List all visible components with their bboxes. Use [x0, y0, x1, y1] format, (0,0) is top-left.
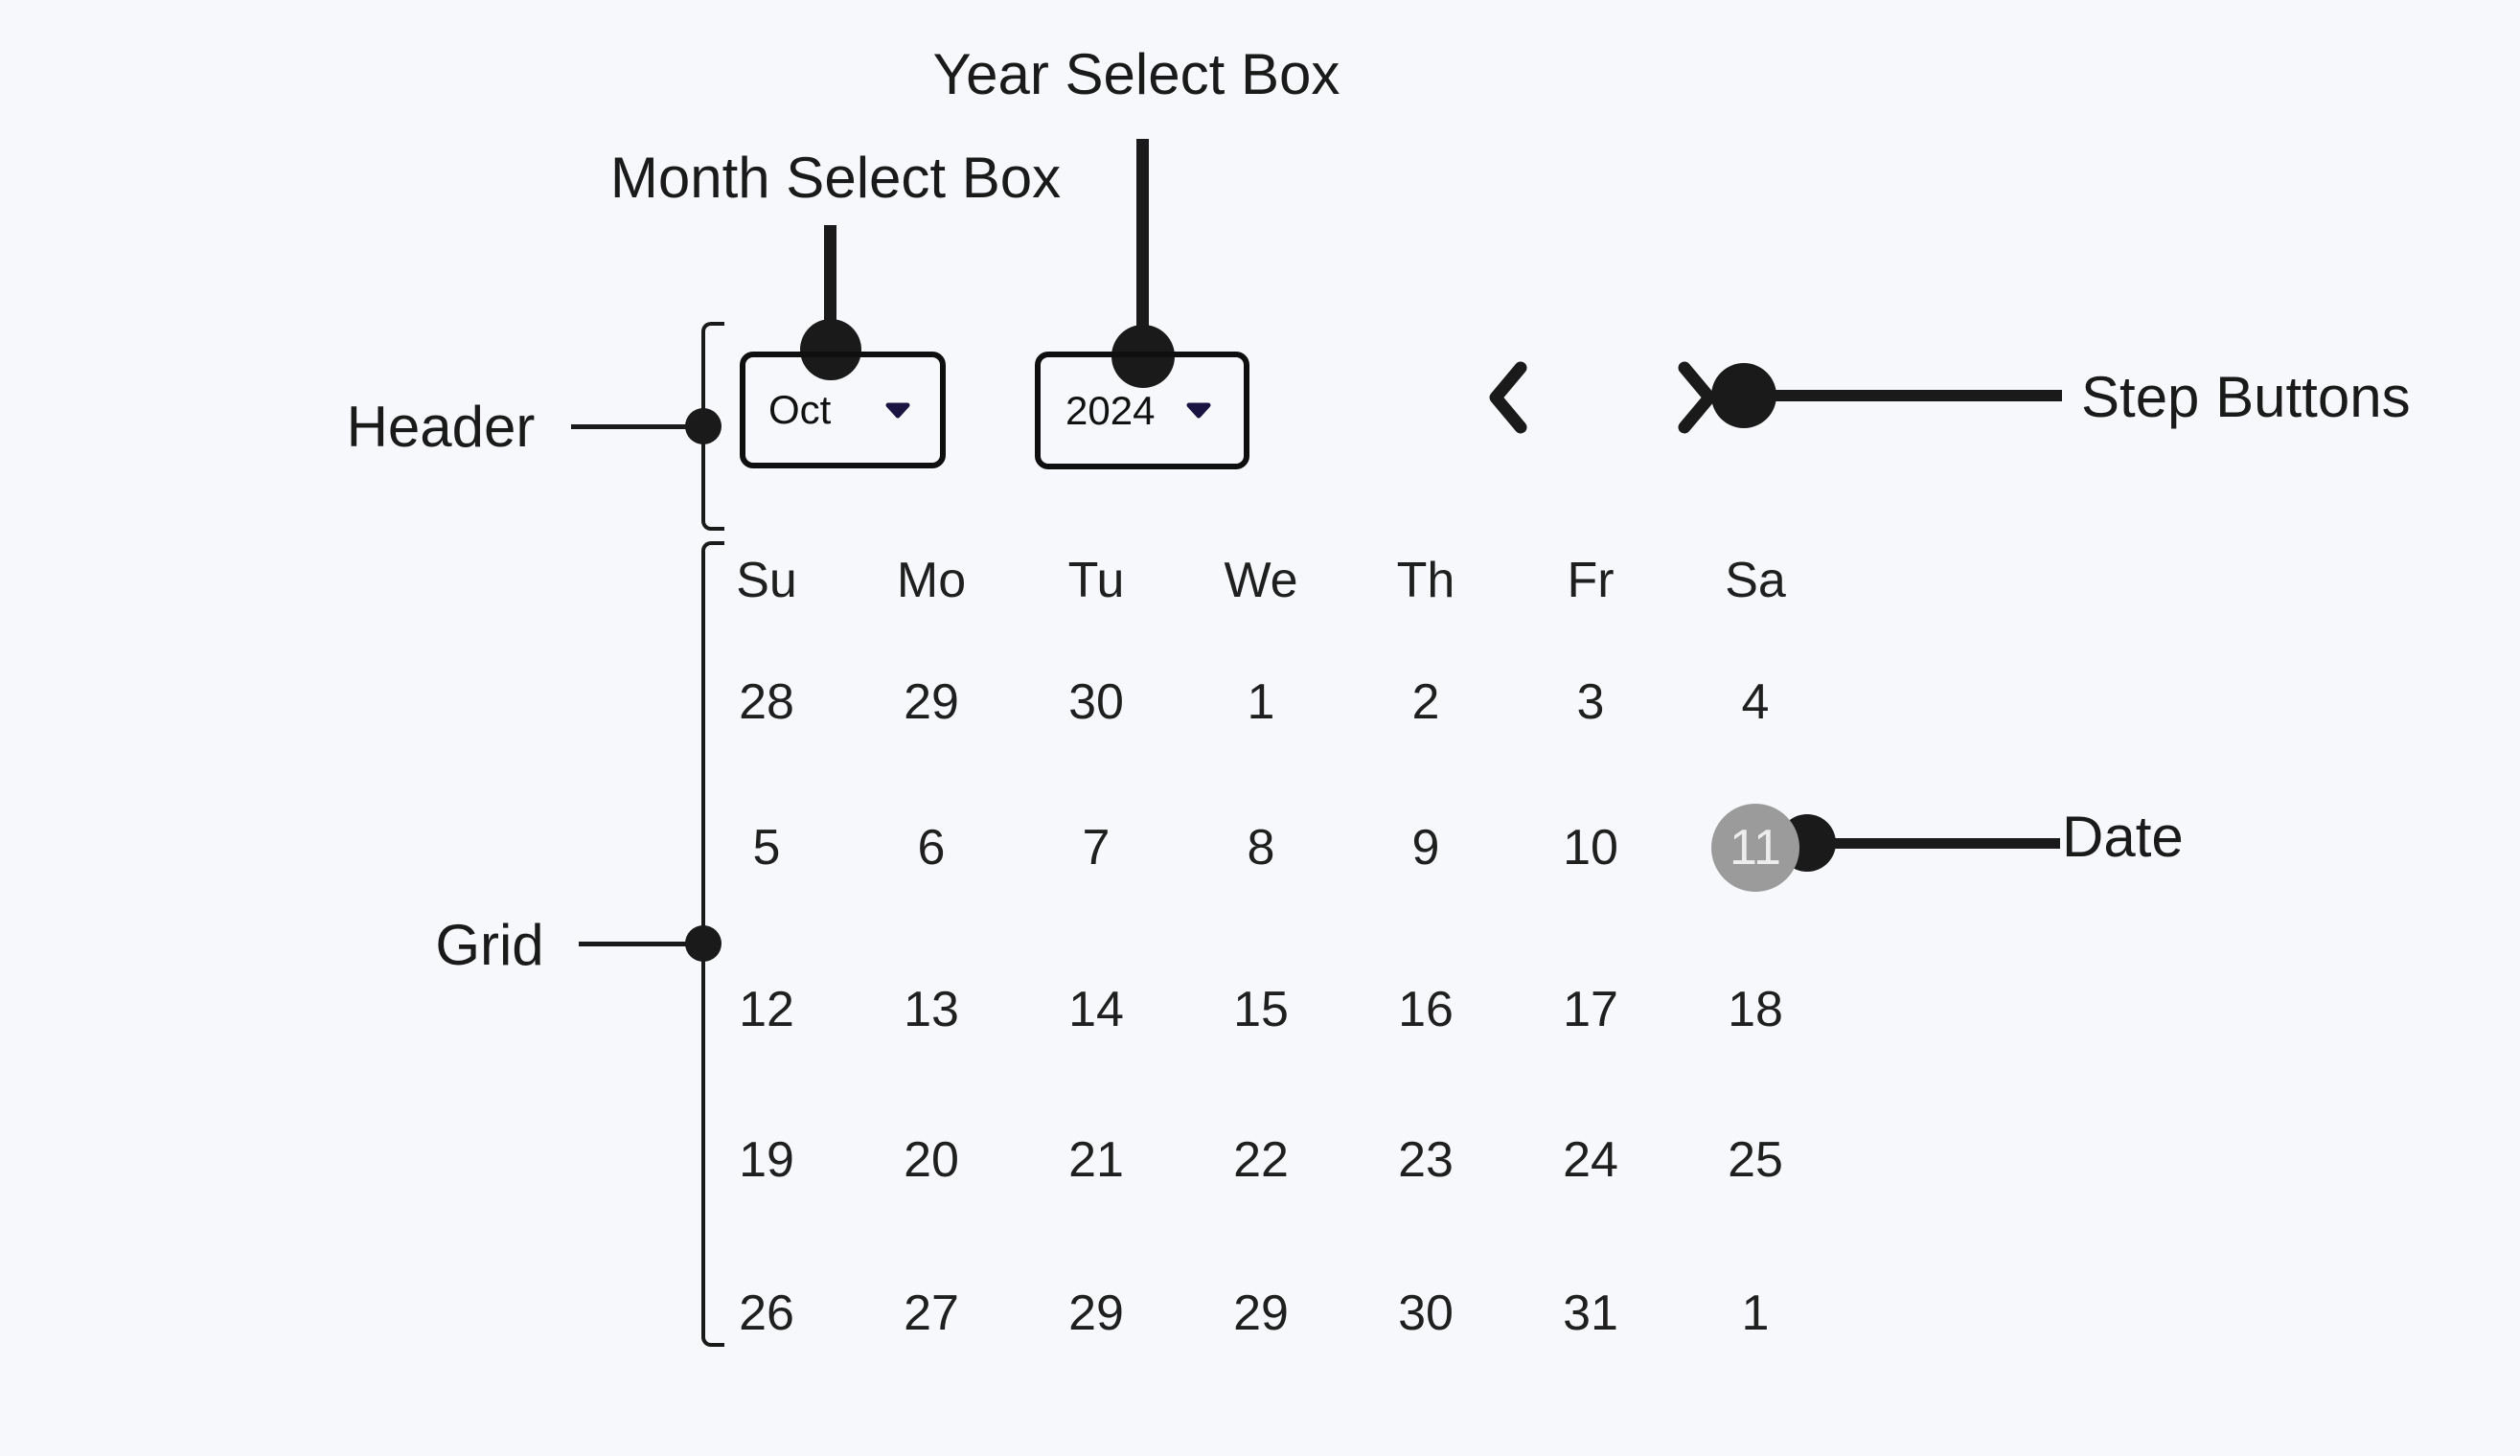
calendar-week-row: 26 27 29 29 30 31 1 [684, 1285, 1838, 1342]
date-cell[interactable]: 26 [739, 1285, 794, 1341]
date-cell[interactable]: 1 [1741, 1285, 1770, 1341]
year-select-value: 2024 [1065, 387, 1156, 433]
calendar-week-row: 28 29 30 1 2 3 4 [684, 673, 1838, 731]
next-month-button[interactable] [1667, 358, 1725, 435]
date-cell[interactable]: 7 [1082, 820, 1111, 876]
date-cell[interactable]: 24 [1563, 1132, 1618, 1188]
date-cell[interactable]: 11 [1673, 804, 1838, 892]
date-cell[interactable]: 18 [1728, 982, 1783, 1037]
header-annotation-label: Header [346, 395, 536, 459]
date-cell[interactable]: 20 [904, 1132, 959, 1188]
dropdown-caret-icon [1185, 401, 1212, 420]
step-buttons-annotation-label: Step Buttons [2081, 365, 2411, 429]
date-cell[interactable]: 27 [904, 1285, 959, 1341]
day-of-week-label: Mo [896, 553, 967, 608]
date-cell[interactable]: 10 [1563, 820, 1618, 876]
date-cell[interactable]: 14 [1068, 982, 1124, 1037]
date-cell[interactable]: 29 [904, 674, 959, 730]
date-cell[interactable]: 17 [1563, 982, 1618, 1037]
chevron-left-icon [1480, 361, 1538, 438]
year-select-annotation-label: Year Select Box [932, 42, 1340, 106]
date-cell[interactable]: 12 [739, 982, 794, 1037]
date-cell[interactable]: 1 [1247, 674, 1275, 730]
calendar-week-row: 5 6 7 8 9 10 11 [684, 804, 1838, 892]
day-of-week-label: Su [736, 553, 797, 608]
header-bracket [701, 322, 724, 531]
day-of-week-label: Fr [1567, 553, 1615, 608]
date-cell[interactable]: 21 [1068, 1132, 1124, 1188]
grid-bracket [701, 541, 724, 1347]
date-leader-line [1807, 838, 2060, 849]
date-cell[interactable]: 31 [1563, 1285, 1618, 1341]
calendar-week-row: 12 13 14 15 16 17 18 [684, 981, 1838, 1038]
day-of-week-label: Sa [1725, 553, 1786, 608]
month-leader-line [824, 225, 836, 350]
chevron-right-icon [1667, 361, 1725, 438]
dropdown-caret-icon [884, 401, 911, 420]
date-cell[interactable]: 29 [1068, 1285, 1124, 1341]
month-select-annotation-label: Month Select Box [609, 146, 1062, 210]
date-cell[interactable]: 22 [1233, 1132, 1289, 1188]
date-cell[interactable]: 4 [1741, 674, 1770, 730]
date-cell[interactable]: 13 [904, 982, 959, 1037]
date-cell[interactable]: 30 [1068, 674, 1124, 730]
day-of-week-header-row: Su Mo Tu We Th Fr Sa [684, 552, 1838, 609]
date-cell[interactable]: 15 [1233, 982, 1289, 1037]
day-of-week-label: Tu [1067, 553, 1125, 608]
header-leader-line [571, 424, 703, 429]
grid-annotation-label: Grid [435, 913, 544, 977]
month-select-box[interactable]: Oct [740, 352, 946, 468]
date-cell[interactable]: 28 [739, 674, 794, 730]
year-leader-line [1136, 139, 1149, 356]
grid-leader-line [579, 942, 703, 946]
year-select-box[interactable]: 2024 [1035, 352, 1249, 469]
date-cell[interactable]: 8 [1247, 820, 1275, 876]
step-buttons-leader-dot [1711, 363, 1776, 428]
date-cell[interactable]: 9 [1411, 820, 1440, 876]
date-cell[interactable]: 6 [917, 820, 946, 876]
date-cell[interactable]: 16 [1398, 982, 1454, 1037]
month-leader-dot [800, 319, 861, 380]
date-cell[interactable]: 2 [1411, 674, 1440, 730]
date-cell[interactable]: 19 [739, 1132, 794, 1188]
date-cell[interactable]: 3 [1576, 674, 1605, 730]
selected-date[interactable]: 11 [1711, 804, 1799, 892]
date-cell[interactable]: 5 [752, 820, 781, 876]
calendar-week-row: 19 20 21 22 23 24 25 [684, 1131, 1838, 1189]
date-cell[interactable]: 30 [1398, 1285, 1454, 1341]
step-buttons-leader-line [1742, 390, 2062, 401]
previous-month-button[interactable] [1480, 358, 1538, 435]
day-of-week-label: We [1224, 553, 1298, 608]
month-select-value: Oct [768, 387, 832, 432]
date-cell[interactable]: 25 [1728, 1132, 1783, 1188]
day-of-week-label: Th [1396, 553, 1455, 608]
date-cell[interactable]: 23 [1398, 1132, 1454, 1188]
date-cell[interactable]: 29 [1233, 1285, 1289, 1341]
date-annotation-label: Date [2062, 805, 2184, 869]
